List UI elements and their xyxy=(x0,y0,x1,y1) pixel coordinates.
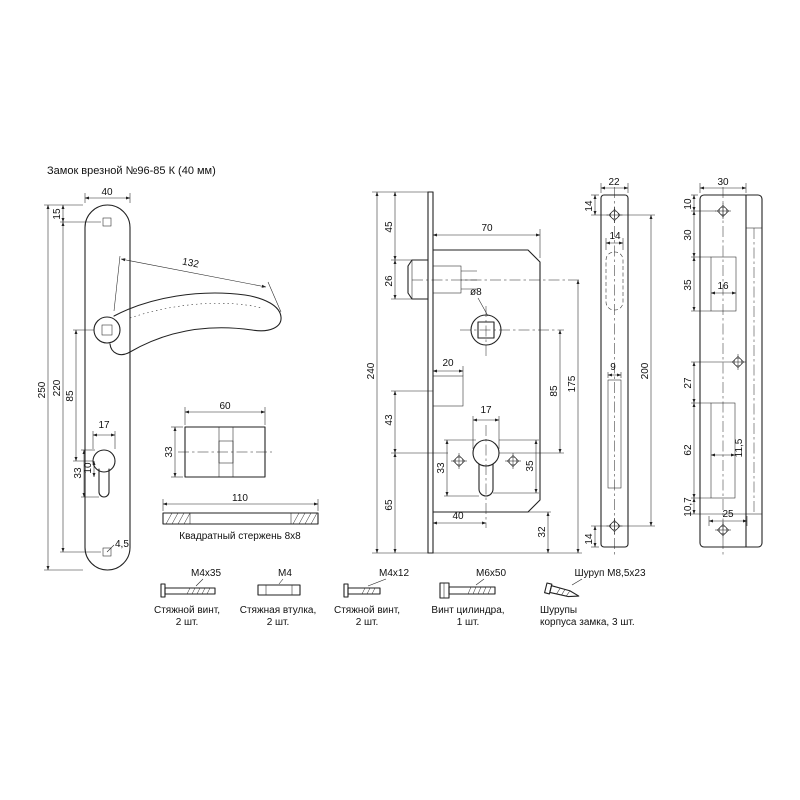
dim-faceplate-latch-cutout: 14 xyxy=(609,231,621,242)
fastener-caption: 1 шт. xyxy=(457,617,480,628)
dim-plate-width: 40 xyxy=(101,187,113,198)
dim-body-cyl-width: 17 xyxy=(480,405,492,416)
dim-strike-latch-cutout-h: 35 xyxy=(683,279,694,291)
fastener-caption: Шурупы xyxy=(540,605,577,616)
dim-bottom-offset: 32 xyxy=(537,526,548,538)
spindle-caption: Квадратный стержень 8х8 xyxy=(179,531,301,542)
fastener-caption: Стяжной винт, xyxy=(334,605,400,616)
strike-plate-view: 30 10 30 35 16 27 62 10,7 11,5 25 xyxy=(683,177,763,555)
fastener-m6x50: М6х50 Винт цилиндра, 1 шт. xyxy=(431,568,506,628)
dim-total-height: 240 xyxy=(366,362,377,379)
dim-follower-square: ø8 xyxy=(470,287,482,298)
dim-cylinder-height: 33 xyxy=(164,446,175,458)
dim-cyl-small: 10 xyxy=(83,462,94,474)
fastener-label: М6х50 xyxy=(476,568,506,579)
dim-strike-bottom-gap: 10,7 xyxy=(683,497,694,517)
dim-body-depth: 70 xyxy=(481,223,493,234)
dim-faceplate-width: 22 xyxy=(608,177,620,188)
fastener-label: Шуруп М8,5х23 xyxy=(574,568,645,579)
dim-cylinder-length: 60 xyxy=(219,401,231,412)
dim-spindle-length: 110 xyxy=(232,493,248,504)
fastener-m4x12: М4х12 Стяжной винт, 2 шт. xyxy=(334,568,409,628)
fastener-caption: Винт цилиндра, xyxy=(431,605,504,616)
dim-faceplate-bolt-cutout: 9 xyxy=(610,362,616,373)
dim-strike-width: 30 xyxy=(717,177,729,188)
fastener-caption: Стяжная втулка, xyxy=(240,605,317,616)
spindle-view: 110 Квадратный стержень 8х8 xyxy=(162,493,319,542)
dim-cyl-height: 33 xyxy=(73,467,84,479)
dim-strike-mid-gap: 27 xyxy=(683,377,694,389)
fastener-label: М4х35 xyxy=(191,568,221,579)
dim-faceplate-top-offset: 14 xyxy=(584,200,595,212)
fastener-caption: Стяжной винт, xyxy=(154,605,220,616)
dim-cyl-to-edge: 35 xyxy=(525,460,536,472)
cylinder-view: 60 33 xyxy=(164,401,272,478)
drawing-title: Замок врезной №96-85 К (40 мм) xyxy=(47,165,216,177)
dim-bottom-spacing: 65 xyxy=(384,499,395,511)
dim-strike-screw-to-cutout: 30 xyxy=(683,229,694,241)
fastener-label: М4 xyxy=(278,568,292,579)
fastener-caption: 2 шт. xyxy=(267,617,290,628)
dim-strike-bottom-width: 25 xyxy=(722,509,734,520)
fastener-caption: корпуса замка, 3 шт. xyxy=(540,617,635,628)
dim-plate-height: 250 xyxy=(37,381,48,398)
dim-top-to-latch: 45 xyxy=(384,221,395,233)
fastener-label: М4х12 xyxy=(379,568,409,579)
dim-strike-bolt-cutout-h: 62 xyxy=(683,444,694,456)
dim-body-cyl-height: 33 xyxy=(436,462,447,474)
dim-lever-length: 132 xyxy=(181,257,200,271)
fastener-caption: 2 шт. xyxy=(176,617,199,628)
dim-latch-to-bottom: 175 xyxy=(567,375,578,392)
fastener-wood-screw: Шуруп М8,5х23 Шурупы корпуса замка, 3 шт… xyxy=(540,568,646,628)
dim-faceplate-screw-spacing: 200 xyxy=(640,362,651,379)
fastener-caption: 2 шт. xyxy=(356,617,379,628)
dim-mid-spacing: 43 xyxy=(384,414,395,426)
dim-centers-spacing: 85 xyxy=(549,385,560,397)
dim-cyl-width: 17 xyxy=(98,420,110,431)
dim-strike-bolt-cutout-w: 11,5 xyxy=(734,438,745,457)
dim-strike-latch-cutout-w: 16 xyxy=(717,281,729,292)
dim-hole-dia: 4,5 xyxy=(115,539,129,550)
dim-strike-top-offset: 10 xyxy=(683,198,694,210)
fastener-m4x35: М4х35 Стяжной винт, 2 шт. xyxy=(154,568,221,628)
handle-plate-view: 40 250 15 220 85 132 17 33 10 xyxy=(37,187,282,571)
fasteners-row: М4х35 Стяжной винт, 2 шт. М4 Стяжная вту… xyxy=(154,568,646,628)
dim-latch-height: 26 xyxy=(384,275,395,287)
dim-handle-to-cyl: 85 xyxy=(65,390,76,402)
faceplate-view: 22 14 14 9 200 14 xyxy=(584,177,655,555)
dim-faceplate-bottom-offset: 14 xyxy=(584,533,595,545)
dim-screw-spacing: 220 xyxy=(52,379,63,396)
dim-top-offset: 15 xyxy=(52,208,63,220)
fastener-m4-sleeve: М4 Стяжная втулка, 2 шт. xyxy=(240,568,317,628)
dim-backset: 40 xyxy=(452,511,464,522)
lock-body-view: ø8 20 70 240 45 26 43 65 xyxy=(366,191,582,554)
dim-block-depth: 20 xyxy=(442,358,454,369)
